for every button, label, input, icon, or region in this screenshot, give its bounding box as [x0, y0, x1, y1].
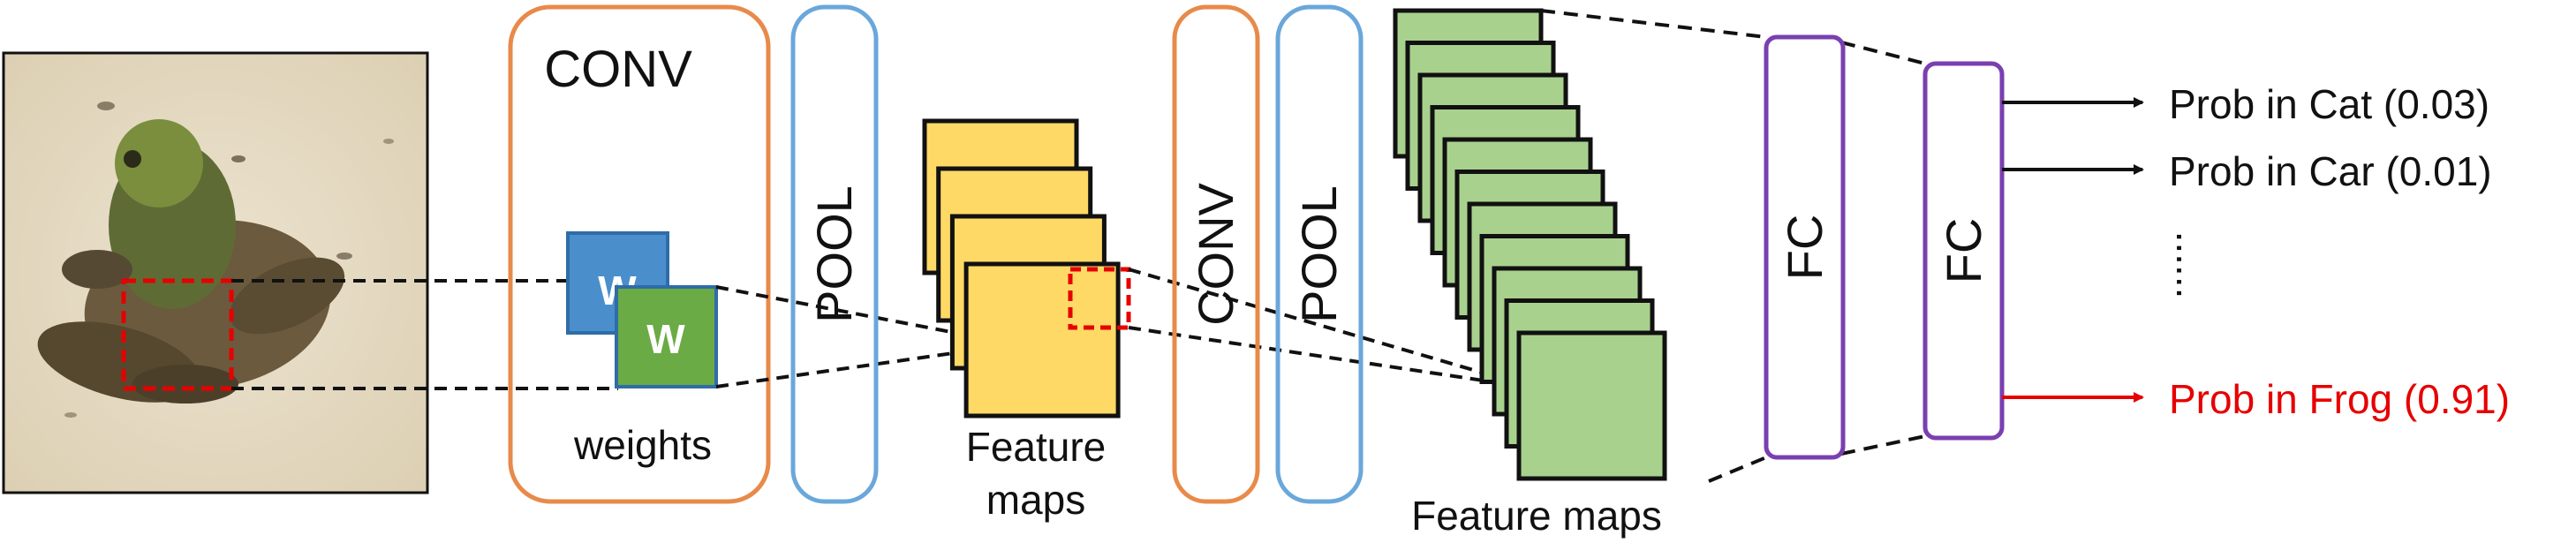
weights-caption: weights — [573, 422, 712, 468]
feature-map-4 — [963, 261, 1121, 419]
projection-line — [1128, 326, 1537, 390]
feature-maps-caption-line1: Feature — [966, 424, 1107, 470]
projection-line — [1128, 268, 1537, 390]
weight-label-front: W — [646, 316, 685, 362]
output-label-car: Prob in Car (0.01) — [2169, 148, 2492, 194]
pool-layer-1: POOL — [790, 4, 879, 504]
input-image — [2, 51, 429, 494]
feature-map-highlight — [1068, 267, 1131, 330]
conv-label: CONV — [1188, 182, 1243, 325]
output-label-ellipsis: ...... — [2144, 231, 2190, 299]
connector-line — [1540, 9, 1767, 39]
frog-illustration — [37, 102, 394, 418]
output-label-cat: Prob in Cat (0.03) — [2169, 81, 2489, 127]
output-label-frog: Prob in Frog (0.91) — [2169, 376, 2510, 422]
weight-square-front — [615, 285, 718, 388]
pool-label: POOL — [1291, 185, 1347, 323]
feature-map-11 — [1516, 330, 1667, 481]
conv-layer-1: CONV W W weights — [508, 4, 771, 504]
feature-maps-caption-line2: maps — [986, 477, 1085, 523]
fc-label: FC — [1936, 218, 1991, 284]
fc-layer-2: FC — [1923, 61, 2005, 441]
fc-layer-1: FC — [1764, 34, 1846, 460]
feature-maps-caption: Feature maps — [1411, 493, 1662, 539]
pool-layer-2: POOL — [1275, 4, 1364, 504]
receptive-field-highlight — [121, 278, 234, 391]
conv-title: CONV — [544, 41, 692, 98]
conv-layer-2: CONV — [1172, 4, 1260, 504]
connector-line — [1840, 41, 1926, 65]
feature-map-stack-2 — [1393, 8, 1667, 481]
feature-map-stack-1 — [922, 118, 1121, 419]
connector-line — [1708, 456, 1767, 483]
connector-line — [1840, 434, 1926, 456]
pool-label: POOL — [806, 185, 862, 323]
fc-label: FC — [1777, 215, 1832, 281]
